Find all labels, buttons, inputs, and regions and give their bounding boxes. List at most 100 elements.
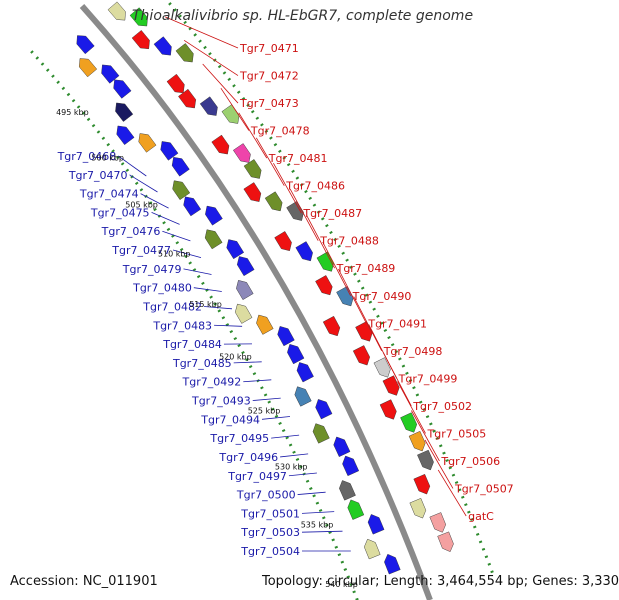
gene-arrow — [382, 375, 400, 396]
gene-label: Tgr7_0488 — [319, 235, 379, 248]
gene-feature — [315, 399, 333, 420]
gene-feature — [199, 96, 218, 116]
gene-feature — [274, 231, 292, 251]
gene-arrow — [296, 362, 314, 383]
gene-label: Tgr7_0497 — [227, 470, 287, 483]
gene-arrow — [236, 256, 255, 277]
gene-arrow — [287, 344, 305, 365]
gene-arrow — [183, 196, 202, 217]
gene-label: Tgr7_0499 — [398, 372, 458, 385]
label-leader — [397, 381, 426, 434]
label-leader — [322, 241, 352, 296]
label-leader — [165, 16, 239, 49]
gene-arrow — [178, 88, 197, 109]
kbp-label: 500 kbp — [91, 154, 124, 163]
gene-label: Tgr7_0479 — [122, 263, 182, 276]
gene-label: Tgr7_0485 — [172, 357, 232, 370]
gene-arrow — [409, 498, 427, 519]
gene-feature — [315, 275, 333, 296]
gene-feature — [382, 375, 400, 396]
label-leader — [437, 469, 467, 517]
gene-feature — [256, 314, 274, 335]
gene-arrow — [166, 73, 185, 94]
gene-arrow — [116, 125, 135, 145]
gene-feature — [204, 229, 223, 250]
gene-feature — [296, 362, 314, 383]
gene-feature — [113, 79, 132, 99]
label-leader — [118, 155, 147, 177]
label-leader — [271, 434, 300, 439]
gene-label: Tgr7_0505 — [427, 427, 487, 440]
kbp-label: 495 kbp — [56, 108, 89, 117]
gene-arrow — [384, 553, 401, 575]
label-leader — [353, 296, 383, 352]
gene-arrow — [204, 229, 223, 250]
gene-labels: Tgr7_0468Tgr7_0470Tgr7_0474Tgr7_0475Tgr7… — [57, 42, 514, 558]
gene-label: Tgr7_0496 — [218, 451, 278, 464]
label-leader — [233, 361, 262, 364]
gene-arrow — [256, 314, 274, 335]
gene-arrow — [211, 134, 230, 155]
gene-feature — [429, 512, 446, 533]
gene-arrow — [315, 399, 333, 420]
kbp-label: 530 kbp — [275, 463, 308, 472]
label-leader — [151, 212, 180, 225]
gene-arrow — [339, 480, 356, 501]
kbp-label: 525 kbp — [248, 407, 281, 416]
label-leader — [183, 39, 239, 76]
gene-feature — [101, 64, 120, 84]
gene-label: Tgr7_0507 — [454, 482, 514, 495]
gene-arrow — [129, 7, 148, 27]
gene-label: Tgr7_0473 — [239, 97, 299, 110]
gene-arrow — [333, 436, 351, 457]
gene-feature — [294, 386, 312, 407]
label-leader — [220, 87, 250, 131]
gene-feature — [183, 196, 202, 217]
gene-feature — [171, 156, 190, 177]
gene-arrow — [373, 357, 391, 378]
kbp-label: 520 kbp — [219, 353, 252, 362]
gene-label: Tgr7_0476 — [101, 225, 161, 238]
gene-arrow — [101, 64, 120, 84]
gene-label: Tgr7_0471 — [239, 42, 299, 55]
gene-arrow — [172, 180, 191, 200]
gene-arrow — [107, 1, 126, 21]
gene-arrow — [277, 326, 295, 347]
gene-label: Tgr7_0492 — [182, 376, 242, 389]
gene-feature — [312, 423, 330, 444]
gene-label: Tgr7_0472 — [239, 70, 299, 83]
gene-arrow — [79, 58, 98, 78]
gene-label: Tgr7_0500 — [236, 489, 296, 502]
label-leader — [338, 268, 367, 324]
gene-feature — [417, 449, 434, 471]
gene-feature — [178, 88, 197, 109]
label-leader — [301, 511, 335, 514]
label-leader — [129, 174, 158, 193]
label-leader — [273, 163, 302, 214]
gene-arrow — [322, 315, 341, 337]
gene-feature — [116, 125, 135, 145]
gene-arrow — [76, 35, 95, 55]
label-leader — [183, 268, 212, 275]
label-leader — [243, 379, 272, 383]
gene-arrow — [226, 239, 245, 260]
gene-label: Tgr7_0486 — [285, 180, 345, 193]
gene-feature — [379, 399, 397, 420]
gene-feature — [333, 436, 351, 457]
gene-feature — [129, 7, 148, 27]
gene-feature — [437, 531, 454, 552]
genome-stats-text: Topology: circular; Length: 3,464,554 bp… — [262, 574, 619, 589]
label-leader — [140, 193, 169, 209]
label-leader — [238, 112, 268, 159]
gene-feature — [342, 455, 360, 477]
gene-arrow — [352, 345, 370, 366]
gene-features — [76, 1, 454, 575]
gene-feature — [352, 345, 370, 366]
gene-feature — [166, 73, 185, 94]
gene-label: Tgr7_0490 — [352, 290, 412, 303]
label-leader — [202, 63, 239, 104]
label-leader — [214, 324, 243, 327]
gene-feature — [322, 315, 341, 337]
gene-feature — [400, 412, 418, 433]
